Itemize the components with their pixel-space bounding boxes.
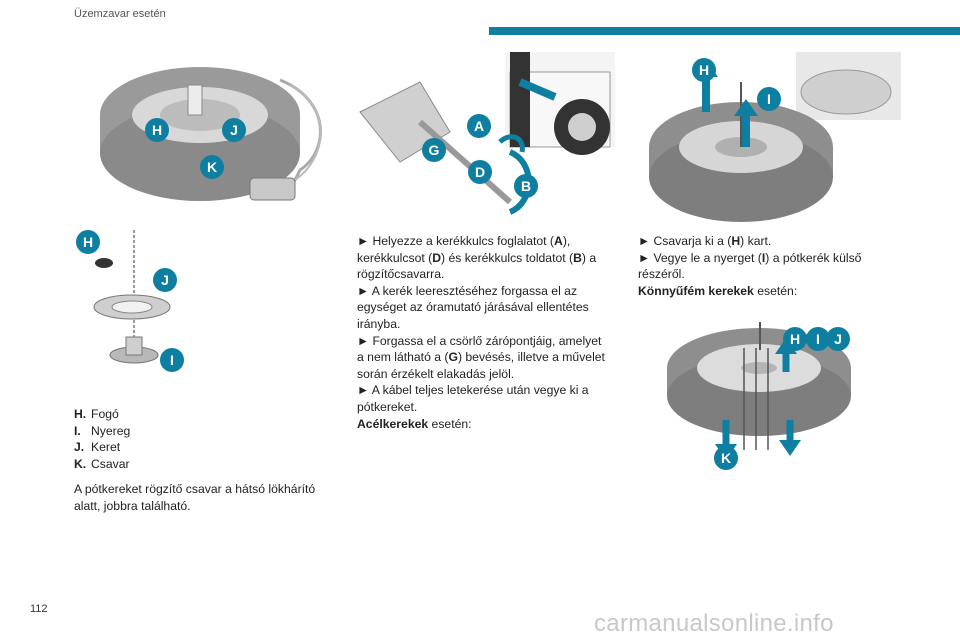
svg-text:A: A bbox=[474, 118, 484, 134]
svg-text:K: K bbox=[721, 450, 731, 466]
legend-item-k: K.Csavar bbox=[74, 456, 130, 471]
svg-text:D: D bbox=[475, 164, 485, 180]
svg-text:J: J bbox=[834, 331, 842, 347]
svg-text:H: H bbox=[699, 62, 709, 78]
figure5-callout-i: I bbox=[806, 327, 830, 351]
page-number: 112 bbox=[30, 603, 48, 615]
figure-wheel-key-assembly: A G D B bbox=[359, 52, 615, 215]
svg-text:B: B bbox=[521, 178, 531, 194]
instruction-unscrew-lever: ► Csavarja ki a (H) kart. bbox=[638, 234, 772, 248]
figure5-callout-h: H bbox=[783, 327, 807, 351]
figure3-callout-g: G bbox=[422, 138, 446, 162]
parts-legend: H.Fogó I.Nyereg J.Keret K.Csavar bbox=[74, 406, 130, 472]
section-title: Üzemzavar esetén bbox=[74, 8, 166, 20]
figure-steel-wheel: H I bbox=[649, 52, 901, 222]
steel-wheels-heading: Acélkerekek esetén: bbox=[357, 416, 472, 431]
figure2-callout-j: J bbox=[153, 268, 177, 292]
figure4-callout-i: I bbox=[757, 87, 781, 111]
svg-text:K: K bbox=[207, 159, 217, 175]
figure3-callout-d: D bbox=[468, 160, 492, 184]
figure5-callout-j: J bbox=[826, 327, 850, 351]
svg-text:H: H bbox=[83, 234, 93, 250]
figure2-callout-h: H bbox=[76, 230, 100, 254]
figure-alloy-wheel: H I J K bbox=[667, 322, 851, 470]
instruction-step-2: ► A kerék leeresztéséhez forgassa el az … bbox=[357, 283, 589, 331]
svg-text:I: I bbox=[767, 91, 771, 107]
figure2-callout-i: I bbox=[160, 348, 184, 372]
svg-text:H: H bbox=[152, 122, 162, 138]
figure1-callout-j: J bbox=[222, 118, 246, 142]
legend-item-h: H.Fogó bbox=[74, 407, 119, 421]
svg-text:H: H bbox=[790, 331, 800, 347]
svg-text:I: I bbox=[170, 352, 174, 368]
figure1-callout-h: H bbox=[145, 118, 169, 142]
column3-instructions: ► Csavarja ki a (H) kart. ► Vegye le a n… bbox=[638, 233, 888, 299]
svg-text:I: I bbox=[816, 331, 820, 347]
svg-text:J: J bbox=[161, 272, 169, 288]
figure3-callout-b: B bbox=[514, 174, 538, 198]
bolt-location-paragraph: A pótkereket rögzítő csavar a hátsó lökh… bbox=[74, 482, 316, 513]
instruction-step-3: ► Forgassa el a csörlő zárópontjáig, ame… bbox=[357, 333, 605, 381]
figure-spare-wheel-winch: H J K bbox=[100, 67, 322, 201]
alloy-wheels-heading: Könnyűfém kerekek esetén: bbox=[638, 283, 798, 298]
instruction-remove-saddle: ► Vegye le a nyerget (I) a pótkerék küls… bbox=[638, 250, 862, 282]
header-accent-bar bbox=[489, 27, 960, 35]
figure4-callout-h: H bbox=[692, 58, 716, 82]
instruction-step-1: ► Helyezze a kerékkulcs foglalatot (A), … bbox=[357, 234, 597, 282]
legend-item-j: J.Keret bbox=[74, 440, 121, 455]
instruction-step-4: ► A kábel teljes letekerése után vegye k… bbox=[357, 383, 589, 414]
figure5-callout-k: K bbox=[714, 446, 738, 470]
legend-item-i: I.Nyereg bbox=[74, 423, 131, 438]
figure1-callout-k: K bbox=[200, 155, 224, 179]
svg-text:G: G bbox=[429, 142, 440, 158]
figure3-callout-a: A bbox=[467, 114, 491, 138]
watermark: carmanualsonline.info bbox=[594, 610, 834, 637]
svg-text:J: J bbox=[230, 122, 238, 138]
figure-winch-parts: H J I bbox=[76, 230, 184, 372]
column2-instructions: ► Helyezze a kerékkulcs foglalatot (A), … bbox=[357, 233, 607, 432]
